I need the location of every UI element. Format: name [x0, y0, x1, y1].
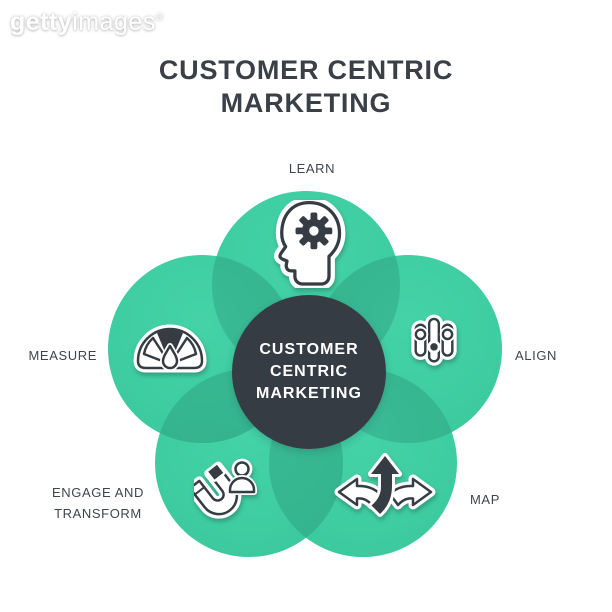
center-text-line2: CENTRIC: [269, 363, 349, 380]
petal-label-measure: MEASURE: [28, 348, 97, 363]
center-circle-text: CUSTOMER CENTRIC MARKETING: [256, 339, 362, 405]
magnet-icon: [194, 458, 257, 519]
petal-label-map: MAP: [470, 492, 500, 507]
petal-label-learn: LEARN: [288, 161, 336, 176]
petal-label-engage: ENGAGE AND TRANSFORM: [52, 485, 144, 521]
center-text-line3: MARKETING: [256, 385, 362, 402]
watermark-brand-light: images: [72, 8, 156, 36]
person-glyph: [227, 458, 257, 495]
page-title: CUSTOMER CENTRIC MARKETING: [0, 54, 612, 120]
direction-arrows-icon: [334, 453, 436, 517]
petal-label-align: ALIGN: [515, 348, 558, 363]
center-text-line1: CUSTOMER: [259, 341, 359, 358]
sliders-icon: [411, 314, 457, 366]
gettyimages-watermark: gettyimages®: [10, 8, 164, 37]
registered-mark: ®: [155, 12, 164, 23]
watermark-brand-bold: getty: [10, 8, 73, 36]
page-title-line2: MARKETING: [220, 88, 392, 118]
head-gear-icon: [274, 200, 346, 288]
gear-glyph: [295, 212, 333, 250]
page-title-line1: CUSTOMER CENTRIC: [158, 55, 454, 85]
gauge-icon: [133, 324, 207, 373]
center-circle: CUSTOMER CENTRIC MARKETING: [232, 295, 386, 449]
